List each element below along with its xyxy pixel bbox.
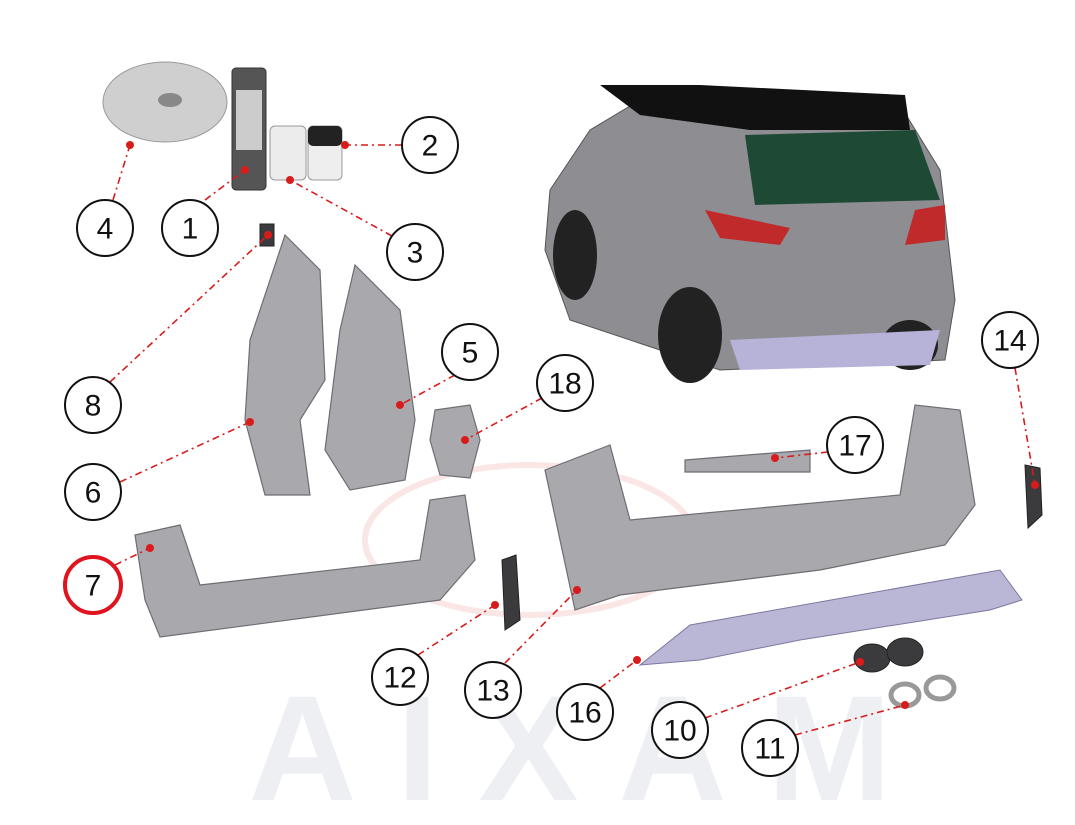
svg-text:5: 5: [462, 337, 479, 370]
callout-7-highlighted[interactable]: 7: [63, 555, 123, 615]
svg-text:1: 1: [182, 213, 199, 246]
svg-text:10: 10: [663, 715, 696, 748]
svg-text:6: 6: [85, 477, 102, 510]
tape-roll: [102, 61, 228, 143]
svg-text:3: 3: [407, 237, 424, 270]
svg-text:14: 14: [993, 325, 1026, 358]
rear-bumper-basic: [134, 494, 476, 638]
callout-17: 17: [826, 416, 884, 474]
svg-text:7: 7: [85, 570, 102, 603]
callout-1: 1: [161, 199, 219, 257]
right-reflector-grille: [1024, 464, 1043, 530]
callout-4: 4: [76, 199, 134, 257]
callout-16: 16: [556, 683, 614, 741]
rear-bumper-sport: [544, 404, 976, 611]
svg-text:11: 11: [754, 733, 785, 766]
corner-cap: [429, 404, 481, 479]
callout-12: 12: [371, 648, 429, 706]
svg-text:8: 8: [85, 390, 102, 423]
callout-2: 2: [401, 116, 459, 174]
exhaust-tips: [853, 637, 924, 673]
svg-text:17: 17: [838, 430, 871, 463]
inner-rear-quarter-panel: [324, 263, 416, 491]
svg-text:12: 12: [383, 662, 416, 695]
black-primer-jar: [307, 125, 343, 181]
callout-13: 13: [464, 661, 522, 719]
callout-3: 3: [386, 223, 444, 281]
callout-6: 6: [64, 463, 122, 521]
callout-18: 18: [536, 354, 594, 412]
svg-text:16: 16: [568, 697, 601, 730]
svg-text:18: 18: [548, 368, 581, 401]
callout-11: 11: [741, 719, 799, 777]
adhesive-cartridge: [231, 67, 267, 191]
clear-primer-jar: [269, 125, 307, 181]
left-reflector-grille: [501, 554, 521, 631]
leader-lines: [109, 141, 1039, 736]
callout-14: 14: [981, 311, 1039, 369]
svg-text:2: 2: [422, 130, 439, 163]
plate-trim: [684, 449, 811, 473]
callout-8: 8: [64, 376, 122, 434]
rear-diffuser: [638, 569, 1023, 666]
callout-5: 5: [441, 323, 499, 381]
callout-10: 10: [651, 701, 709, 759]
outer-rear-quarter-panel: [244, 233, 326, 496]
svg-text:13: 13: [476, 675, 509, 708]
svg-text:4: 4: [97, 213, 114, 246]
car-rear-view: [544, 85, 956, 383]
